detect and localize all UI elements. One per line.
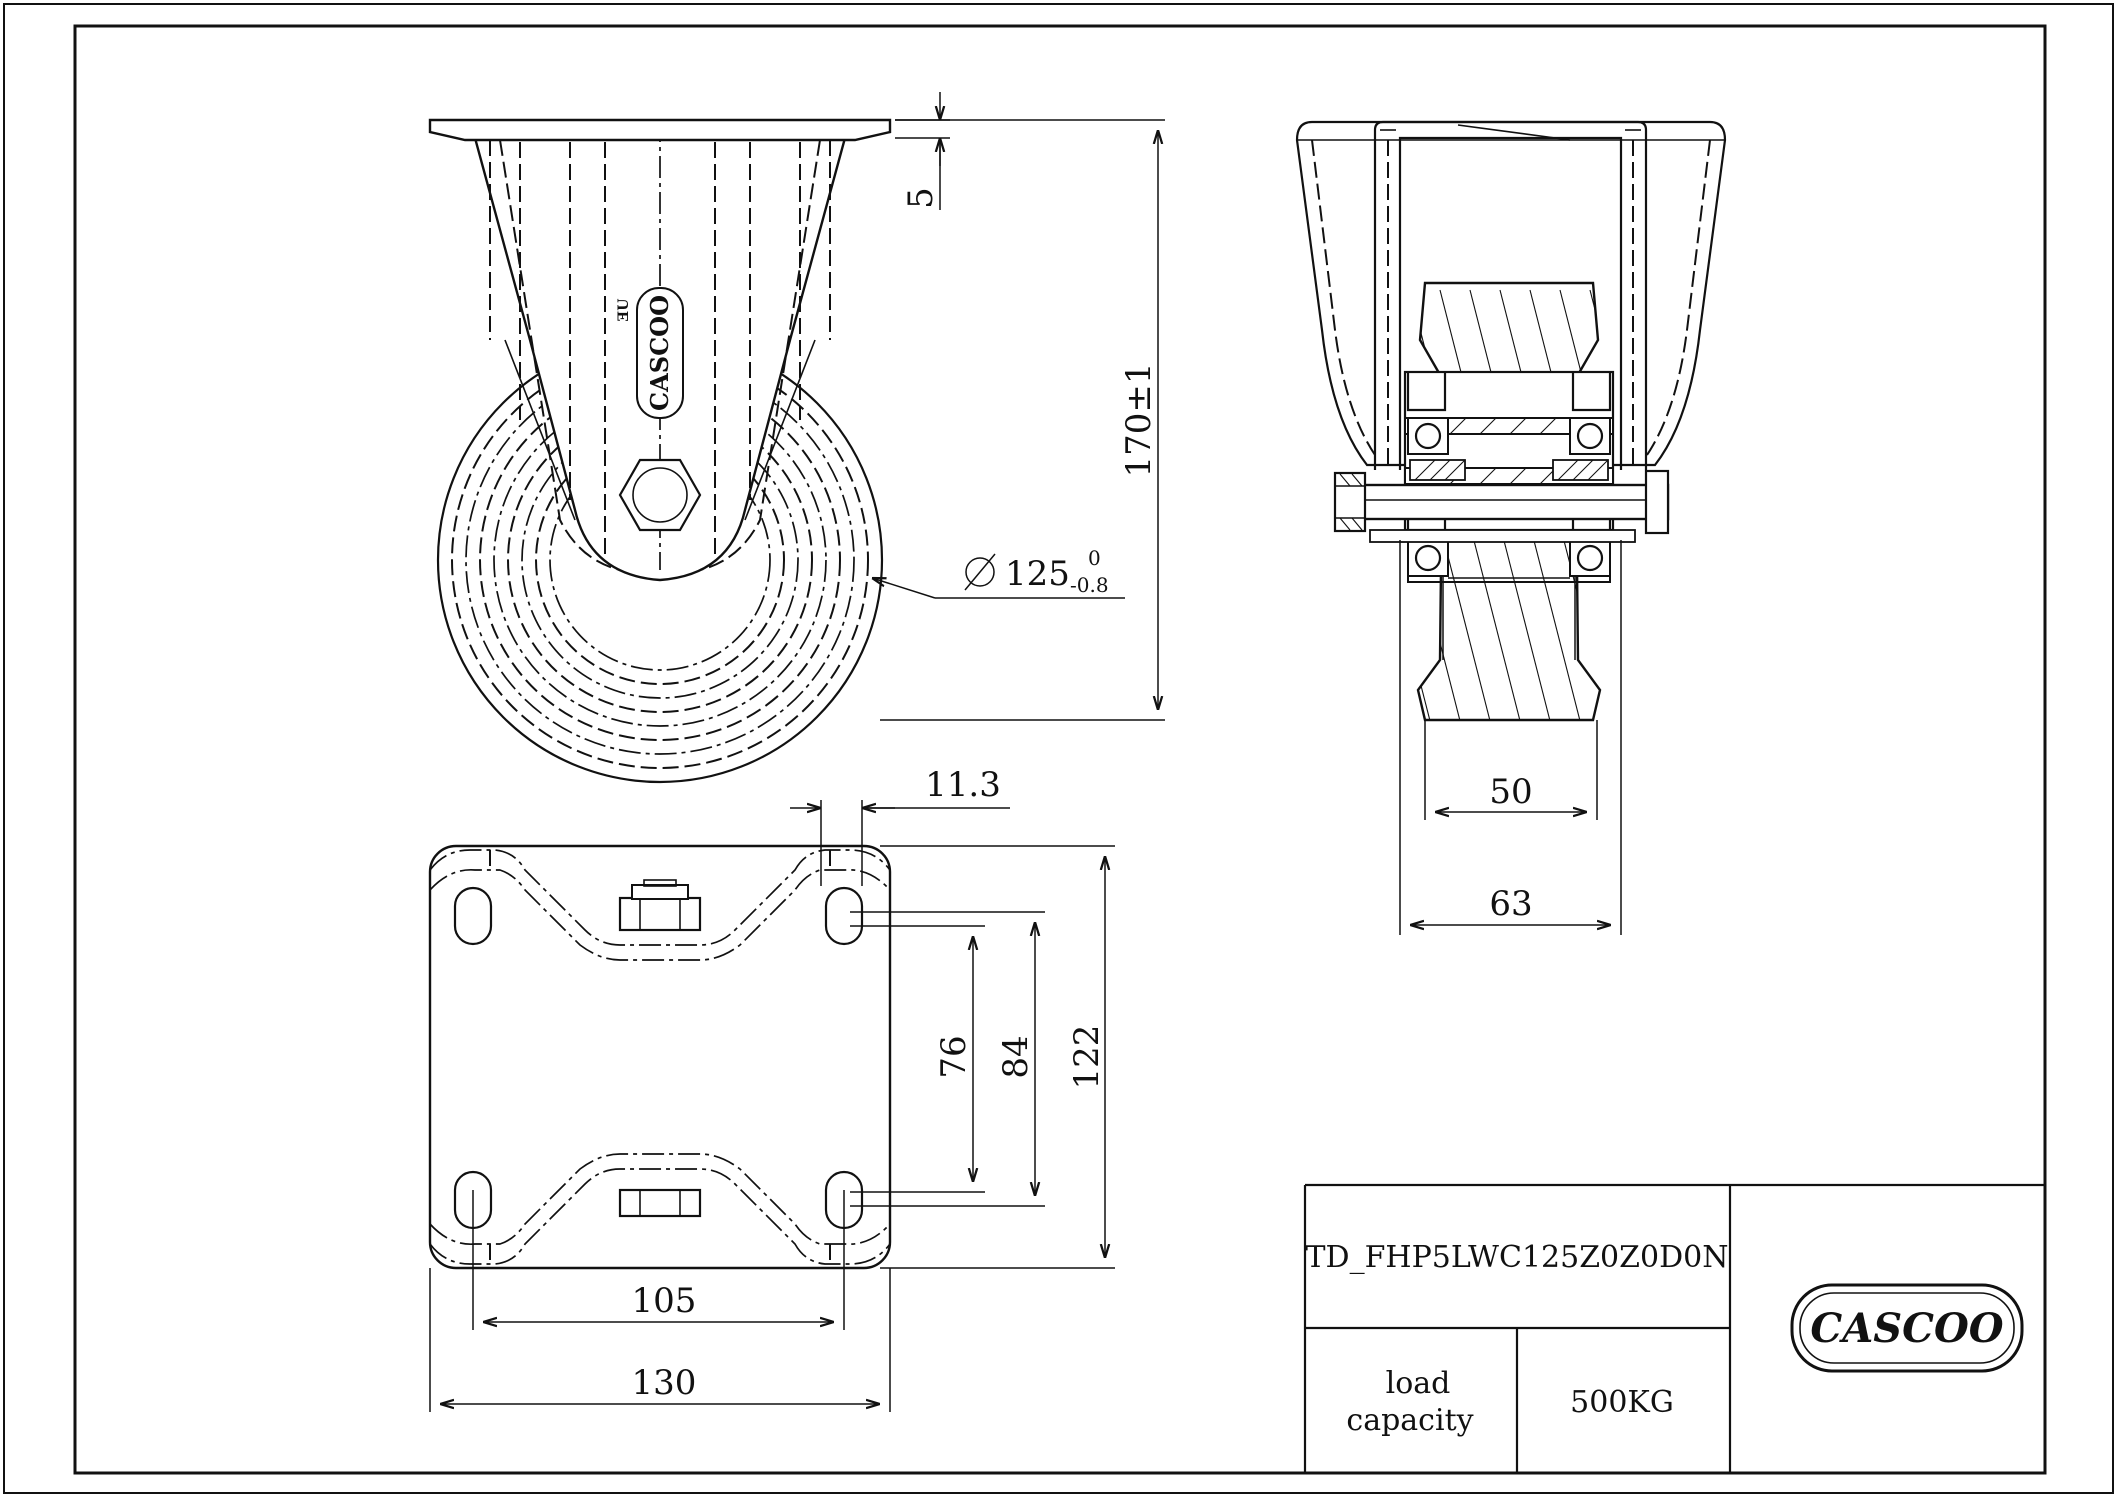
bracket-logo: CASCOO ƎU xyxy=(616,287,684,419)
title-block: TD_FHP5LWC125Z0Z0D0N load capacity 500KG… xyxy=(1303,1183,2045,1473)
top-plate-outline xyxy=(428,844,892,1270)
drawing-frame xyxy=(73,24,2047,1475)
dim-wheel-diameter: 125 xyxy=(1005,554,1070,594)
dim-bolt-hole-offset: 11.3 xyxy=(925,765,1001,805)
front-view-dimensions: 5 170±1 125 0 -0.8 xyxy=(872,92,1165,721)
dim-wheel-diameter-tol-lower: -0.8 xyxy=(1070,573,1109,597)
dim-plate-width: 130 xyxy=(632,1363,697,1403)
dim-wheel-width: 50 xyxy=(1489,772,1532,812)
load-value: 500KG xyxy=(1570,1385,1674,1420)
dim-overall-height: 170±1 xyxy=(1119,362,1159,477)
bracket-small-mark: ƎU xyxy=(616,299,632,322)
dim-plate-thickness: 5 xyxy=(901,187,941,209)
brand-logo: CASCOO xyxy=(1790,1283,2024,1373)
dim-hole-spacing-width: 105 xyxy=(632,1281,697,1321)
top-view-dimensions: 11.3 122 84 76 105 130 xyxy=(429,765,1115,1412)
side-view xyxy=(1295,120,1727,722)
bolt-hole-top-right xyxy=(824,886,864,946)
axle-side xyxy=(1333,469,1670,543)
front-view: CASCOO ƎU xyxy=(428,118,892,784)
top-plate-front xyxy=(428,118,892,142)
bracket-logo-text: CASCOO xyxy=(645,295,674,411)
dim-wheel-diameter-tol-upper: 0 xyxy=(1088,546,1101,570)
sheet-border xyxy=(3,3,2114,1494)
side-view-dimensions: 50 63 xyxy=(1399,540,1622,935)
dim-hole-spacing-long: 84 xyxy=(996,1035,1036,1078)
bolt-hole-top-left xyxy=(453,886,493,946)
brand-name: CASCOO xyxy=(1810,1305,2003,1352)
load-label-line1: load xyxy=(1386,1366,1451,1401)
dim-hole-spacing-short: 76 xyxy=(934,1035,974,1078)
dim-bracket-width: 63 xyxy=(1489,884,1532,924)
load-label-line2: capacity xyxy=(1346,1403,1473,1438)
part-number: TD_FHP5LWC125Z0Z0D0N xyxy=(1306,1240,1729,1275)
dim-plate-length: 122 xyxy=(1067,1025,1107,1090)
top-view xyxy=(428,844,892,1270)
